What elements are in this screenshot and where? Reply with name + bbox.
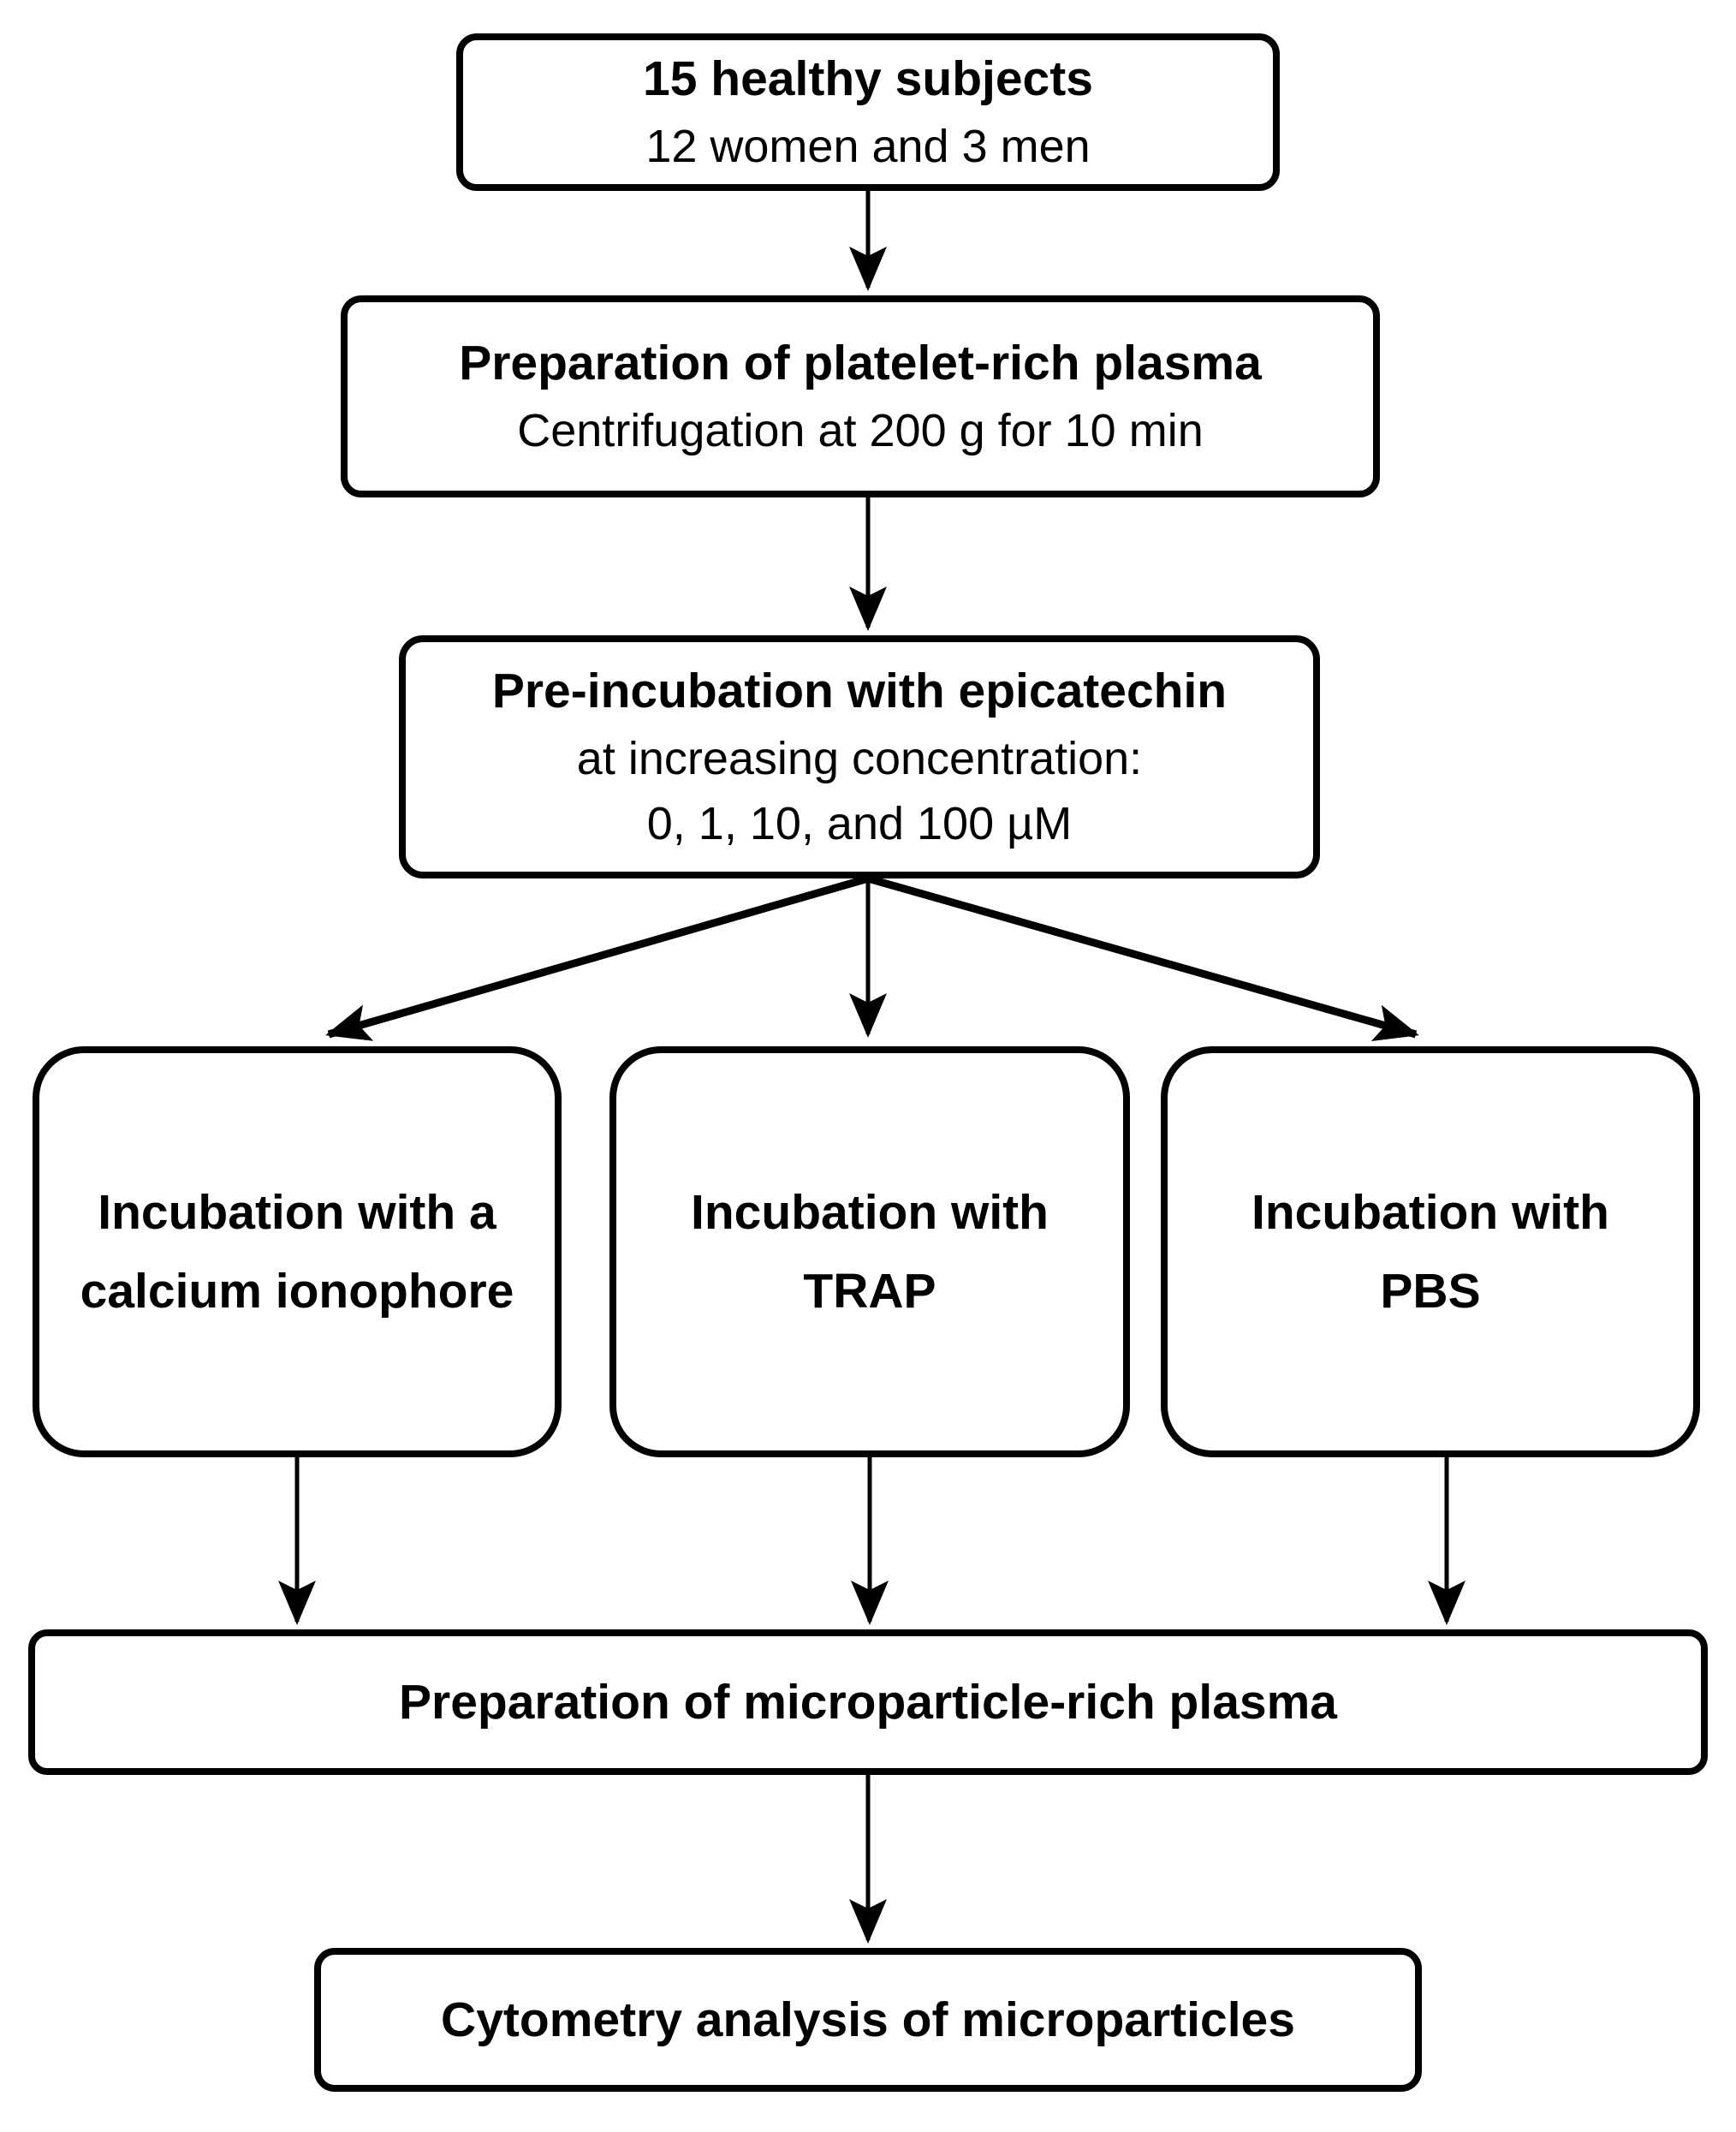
arrow-preincubation-to-pbs — [866, 874, 1419, 1042]
node-preincubation-title: Pre-incubation with epicatechin — [491, 663, 1228, 718]
node-pbs: Incubation with PBS — [1161, 1046, 1700, 1457]
node-ionophore-line2: calcium ionophore — [80, 1264, 514, 1319]
node-preincubation-subtitle2: 0, 1, 10, and 100 µM — [646, 798, 1073, 850]
node-cytometry: Cytometry analysis of microparticles — [314, 1948, 1422, 2092]
node-preincubation: Pre-incubation with epicatechin at incre… — [399, 635, 1320, 878]
node-subjects: 15 healthy subjects 12 women and 3 men — [456, 33, 1280, 191]
node-trap-line1: Incubation with — [691, 1184, 1049, 1240]
node-preincubation-subtitle1: at increasing concentration: — [576, 732, 1143, 784]
arrow-preincubation-to-ionophore — [325, 874, 870, 1041]
node-subjects-title: 15 healthy subjects — [643, 51, 1093, 107]
node-cytometry-title: Cytometry analysis of microparticles — [441, 1992, 1295, 2047]
node-prp: Preparation of platelet-rich plasma Cent… — [341, 295, 1380, 497]
node-ionophore: Incubation with a calcium ionophore — [33, 1046, 562, 1457]
node-pbs-line1: Incubation with — [1251, 1184, 1609, 1240]
node-mrp-title: Preparation of microparticle-rich plasma — [399, 1674, 1337, 1730]
node-trap-line2: TRAP — [803, 1264, 936, 1319]
node-trap: Incubation with TRAP — [609, 1046, 1130, 1457]
node-ionophore-line1: Incubation with a — [98, 1184, 496, 1240]
node-subjects-subtitle: 12 women and 3 men — [645, 121, 1091, 173]
node-pbs-line2: PBS — [1380, 1264, 1481, 1319]
node-prp-title: Preparation of platelet-rich plasma — [459, 336, 1262, 391]
node-mrp: Preparation of microparticle-rich plasma — [28, 1629, 1708, 1775]
node-prp-subtitle: Centrifugation at 200 g for 10 min — [517, 405, 1204, 457]
